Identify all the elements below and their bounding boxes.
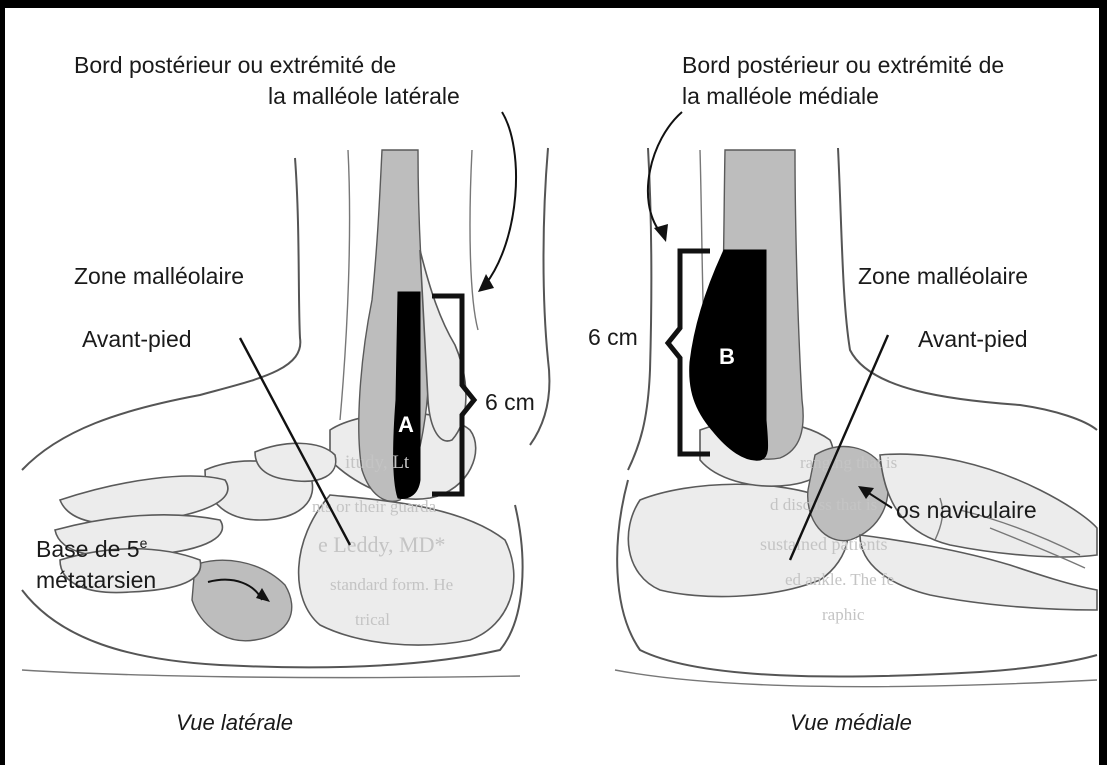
svg-text:itudy, Lt: itudy, Lt	[345, 452, 410, 473]
svg-text:sustained patients: sustained patients	[760, 534, 887, 554]
left-border	[0, 0, 5, 765]
lateral-malleolus-label-line1: Bord postérieur ou extrémité de	[74, 52, 396, 78]
svg-text:d discuss that is: d discuss that is	[770, 495, 877, 514]
svg-text:ed ankle. The fe: ed ankle. The fe	[785, 570, 894, 589]
medial-caption: Vue médiale	[790, 710, 912, 735]
lateral-malleolus-arrow	[485, 112, 516, 285]
medial-malleolus-label-line2: la malléole médiale	[682, 83, 879, 109]
lateral-malleolus-label-line2: la malléole latérale	[268, 83, 460, 109]
right-border	[1099, 0, 1107, 765]
calcaneus	[299, 495, 514, 645]
leg-outline-right-m	[838, 148, 1097, 430]
zone-b-letter: B	[719, 344, 735, 369]
svg-text:raphic: raphic	[822, 605, 865, 624]
navicular-label: os naviculaire	[896, 497, 1037, 523]
medial-sole-line	[615, 670, 1097, 687]
medial-zone-label: Zone malléolaire	[858, 263, 1028, 289]
top-border	[0, 0, 1107, 8]
medial-measure-label: 6 cm	[588, 324, 638, 350]
fibula-edge	[470, 150, 478, 330]
lateral-view: A itudy, Lt nts or their guarda e Leddy,…	[22, 52, 549, 735]
fifth-metatarsal-label-line1: Base de 5e	[36, 535, 148, 562]
medial-malleolus-label-line1: Bord postérieur ou extrémité de	[682, 52, 1004, 78]
svg-text:trical: trical	[355, 610, 390, 629]
svg-text:e Leddy, MD*: e Leddy, MD*	[318, 532, 446, 557]
zone-a-letter: A	[398, 412, 414, 437]
lateral-zone-label: Zone malléolaire	[74, 263, 244, 289]
medial-forefoot-label: Avant-pied	[918, 326, 1028, 352]
svg-text:standard form. He: standard form. He	[330, 575, 453, 594]
leg-outline-left	[22, 158, 300, 470]
svg-text:ranging that is: ranging that is	[800, 453, 897, 472]
tibia-lower	[420, 250, 466, 441]
lateral-measure-label: 6 cm	[485, 389, 535, 415]
sole-line	[22, 670, 520, 678]
medial-view: B ranging that is d discuss that is sust…	[588, 52, 1097, 735]
lateral-caption: Vue latérale	[176, 710, 293, 735]
medial-malleolus-arrow	[648, 112, 682, 232]
tibia-edge	[340, 150, 350, 420]
lateral-forefoot-label: Avant-pied	[82, 326, 192, 352]
fifth-metatarsal-label-line2: métatarsien	[36, 567, 156, 593]
fifth-metatarsal-base	[192, 560, 292, 641]
